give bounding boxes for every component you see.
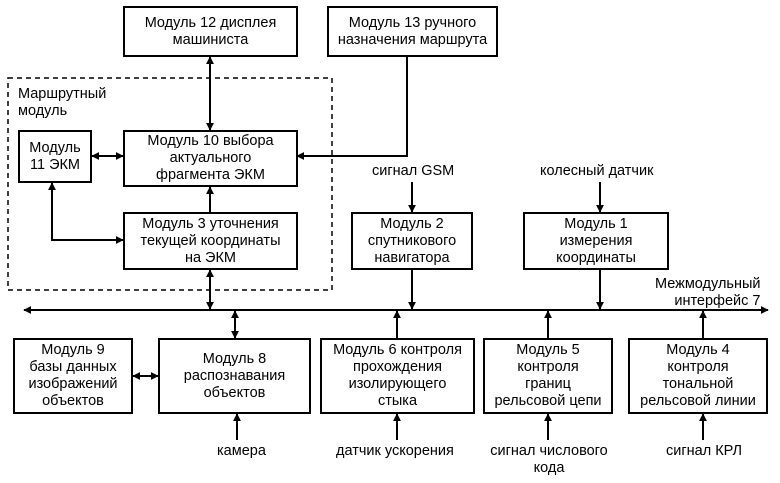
module-5-track-circuit-bounds-control: Модуль 5 контроля границ рельсовой цепи [483, 338, 613, 414]
module-12-driver-display: Модуль 12 дисплея машиниста [123, 6, 298, 57]
input-numeric-code-signal: сигнал числового кода [489, 443, 609, 477]
module-13-manual-route: Модуль 13 ручного назначения маршрута [327, 6, 498, 57]
module-6-label: Модуль 6 контроля прохождения изолирующе… [333, 342, 462, 410]
module-8-label: Модуль 8 распознавания объектов [184, 351, 285, 402]
module-3-label: Модуль 3 уточнения текущей координаты на… [140, 216, 280, 267]
module-1-label: Модуль 1 измерения координаты [556, 216, 636, 267]
module-13-label: Модуль 13 ручного назначения маршрута [338, 15, 487, 49]
module-11-ekm: Модуль 11 ЭКМ [18, 130, 92, 183]
input-gsm-signal: сигнал GSM [372, 163, 454, 180]
link-m13-m10 [297, 57, 407, 156]
module-4-label: Модуль 4 контроля тональной рельсовой ли… [640, 342, 756, 410]
route-module-label: Маршрутный модуль [18, 86, 106, 120]
module-2-satellite-navigator: Модуль 2 спутникового навигатора [351, 212, 473, 270]
module-8-object-recognition: Модуль 8 распознавания объектов [158, 338, 311, 414]
input-krl-signal: сигнал КРЛ [666, 443, 742, 460]
bus-label: Межмодульный интерфейс 7 [655, 276, 761, 310]
module-12-label: Модуль 12 дисплея машиниста [145, 15, 277, 49]
input-camera: камера [217, 443, 266, 460]
module-3-coordinate-refinement: Модуль 3 уточнения текущей координаты на… [123, 212, 298, 270]
module-5-label: Модуль 5 контроля границ рельсовой цепи [494, 342, 601, 410]
module-9-object-image-database: Модуль 9 базы данных изображений объекто… [13, 338, 133, 414]
module-4-tonal-rail-line-control: Модуль 4 контроля тональной рельсовой ли… [628, 338, 768, 414]
input-acceleration-sensor: датчик ускорения [336, 443, 454, 460]
module-2-label: Модуль 2 спутникового навигатора [368, 216, 456, 267]
module-9-label: Модуль 9 базы данных изображений объекто… [28, 342, 117, 410]
module-6-insulating-joint-control: Модуль 6 контроля прохождения изолирующе… [320, 338, 475, 414]
module-10-label: Модуль 10 выбора актуального фрагмента Э… [147, 133, 273, 184]
module-11-label: Модуль 11 ЭКМ [29, 140, 80, 174]
module-1-coordinate-measurement: Модуль 1 измерения координаты [523, 212, 669, 270]
module-10-ekm-fragment-select: Модуль 10 выбора актуального фрагмента Э… [123, 130, 298, 187]
link-m11-m3 [52, 183, 123, 240]
input-wheel-sensor: колесный датчик [540, 163, 653, 180]
